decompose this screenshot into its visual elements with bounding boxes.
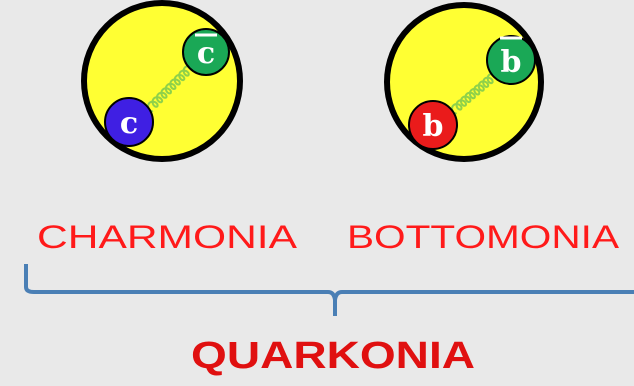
bottom-antiquark <box>486 35 536 85</box>
bottomonium-hadron: b b <box>384 2 544 162</box>
bottom-quark-label: b <box>423 109 444 144</box>
charmonia-label: CHARMONIA <box>37 219 298 255</box>
grouping-bracket <box>24 264 634 316</box>
bottom-quark <box>408 100 458 150</box>
charm-antiquark-label: c <box>197 36 215 71</box>
charm-antiquark <box>182 28 230 76</box>
charm-quark <box>104 97 154 147</box>
bottomonium-gluon-spring <box>451 72 499 115</box>
quarkonia-title: QUARKONIA <box>191 335 475 377</box>
charmonium-hadron: c c <box>81 0 243 162</box>
bottomonia-label: BOTTOMONIA <box>347 219 620 255</box>
charm-quark-label: c <box>120 106 138 141</box>
bottom-antiquark-label: b <box>501 45 522 80</box>
charmonium-hadron-body <box>81 0 243 162</box>
charmonium-gluon-spring <box>147 65 195 113</box>
